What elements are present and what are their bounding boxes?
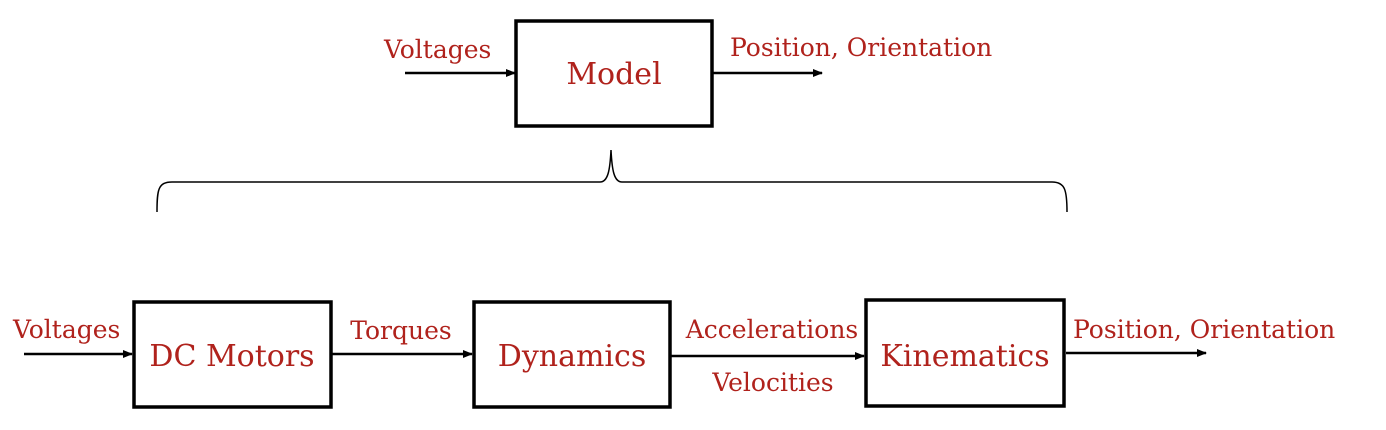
accelerations-label: Accelerations	[685, 315, 859, 344]
decomposition-brace	[156, 149, 1068, 213]
kinematics-block	[864, 298, 1066, 408]
model-output-label: Position, Orientation	[730, 33, 992, 62]
chain-output-label: Position, Orientation	[1073, 315, 1335, 344]
dynamics-block	[472, 300, 672, 409]
chain-input-label: Voltages	[12, 315, 120, 344]
kinematics-label: Kinematics	[880, 339, 1049, 374]
torques-label: Torques	[350, 316, 451, 345]
dc-motors-block	[132, 300, 333, 409]
model-block	[514, 19, 714, 128]
dc-motors-label: DC Motors	[149, 339, 314, 374]
dynamics-label: Dynamics	[498, 339, 646, 374]
model-input-label: Voltages	[383, 35, 491, 64]
model-block-label: Model	[566, 57, 661, 92]
velocities-label: Velocities	[711, 368, 833, 397]
